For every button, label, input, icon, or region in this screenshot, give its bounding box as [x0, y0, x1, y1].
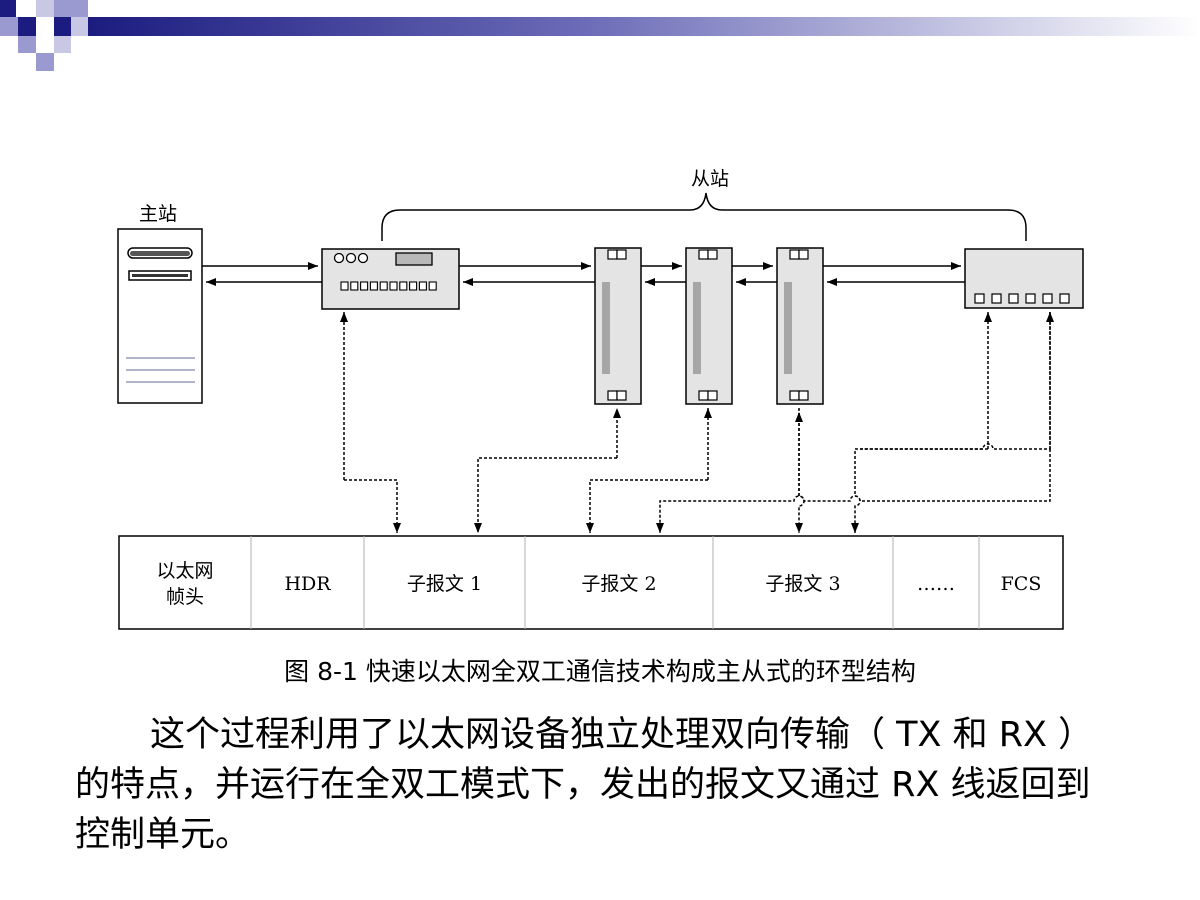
slave-device-4	[776, 247, 824, 405]
header-decoration	[0, 0, 1200, 71]
slave-device-1	[321, 248, 460, 310]
port	[1059, 293, 1070, 304]
port	[360, 281, 369, 291]
ring-topology-diagram: 主站 从站	[117, 168, 1084, 630]
slave-device-2	[594, 247, 642, 405]
port	[991, 293, 1002, 304]
port	[428, 281, 437, 291]
slave-device-3	[685, 247, 733, 405]
body-paragraph-text: 这个过程利用了以太网设备独立处理双向传输（ TX 和 RX ）的特点，并运行在全…	[75, 715, 1094, 855]
mapping-links	[340, 312, 1054, 533]
port	[379, 281, 388, 291]
slave-device-5	[964, 248, 1084, 309]
frame-cell-label: HDR	[284, 573, 331, 595]
slave-brace	[381, 192, 1027, 241]
master-station	[117, 228, 203, 404]
figure-caption: 图 8-1 快速以太网全双工通信技术构成主从式的环型结构	[284, 657, 916, 686]
port	[340, 281, 349, 291]
frame-cell-label: 以太网	[156, 560, 213, 582]
port	[409, 281, 418, 291]
slave-label: 从站	[691, 168, 729, 190]
port	[350, 281, 359, 291]
frame-cell-label: 帧头	[166, 586, 204, 608]
body-paragraph: 这个过程利用了以太网设备独立处理双向传输（ TX 和 RX ）的特点，并运行在全…	[75, 710, 1120, 860]
frame-cell-label: FCS	[1001, 573, 1042, 595]
port	[399, 281, 408, 291]
frame-cell-label: 子报文 2	[581, 573, 656, 595]
port	[1025, 293, 1036, 304]
port	[389, 281, 398, 291]
frame-cell-label: 子报文 1	[407, 573, 482, 595]
port	[369, 281, 378, 291]
port	[1008, 293, 1019, 304]
header-square-pattern	[0, 0, 88, 71]
master-label: 主站	[139, 203, 177, 225]
port	[1042, 293, 1053, 304]
frame-cell-label: ……	[917, 573, 955, 595]
slave-device-1-ports	[340, 281, 437, 291]
ring-links	[202, 262, 965, 286]
port	[974, 293, 985, 304]
frame-cell-label: 子报文 3	[765, 573, 840, 595]
port	[418, 281, 427, 291]
slave-device-5-ports	[974, 293, 1070, 304]
header-gradient-bar	[88, 17, 1200, 36]
